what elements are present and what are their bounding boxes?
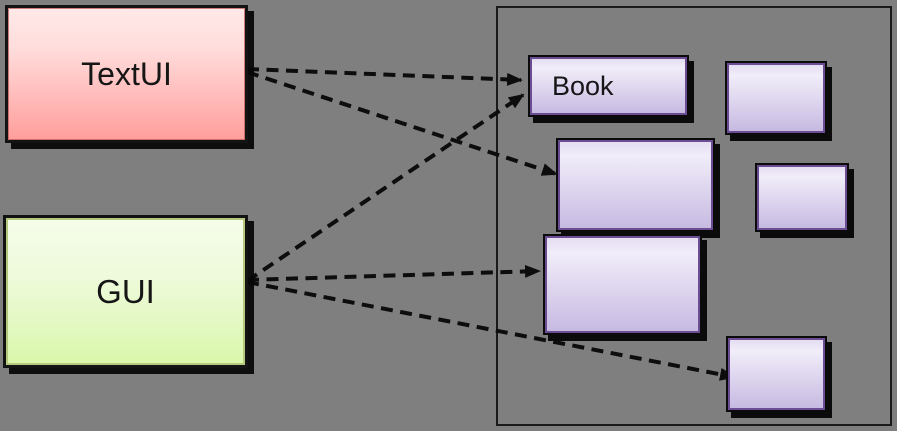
- node-label-gui: GUI: [96, 273, 155, 310]
- node-textui[interactable]: TextUI: [5, 5, 248, 143]
- edge-textui-to-box-mid-left[interactable]: [246, 70, 558, 176]
- node-gui[interactable]: GUI: [3, 215, 248, 368]
- edge-gui-to-box-lower-left[interactable]: [246, 264, 541, 282]
- node-box-mid-left[interactable]: [558, 140, 713, 230]
- node-label-book: Book: [552, 70, 614, 101]
- edge-gui-to-book[interactable]: [245, 93, 525, 283]
- edge-gui-to-box-bottom-right[interactable]: [246, 280, 736, 381]
- node-book[interactable]: Book: [530, 57, 687, 115]
- node-box-bottom-right[interactable]: [728, 338, 825, 410]
- system-boundary[interactable]: [496, 6, 892, 426]
- node-box-lower-left[interactable]: [545, 236, 700, 333]
- node-box-top-right[interactable]: [727, 63, 825, 133]
- node-box-mid-right[interactable]: [757, 165, 847, 230]
- edge-textui-to-book[interactable]: [246, 67, 523, 86]
- node-label-textui: TextUI: [81, 56, 172, 92]
